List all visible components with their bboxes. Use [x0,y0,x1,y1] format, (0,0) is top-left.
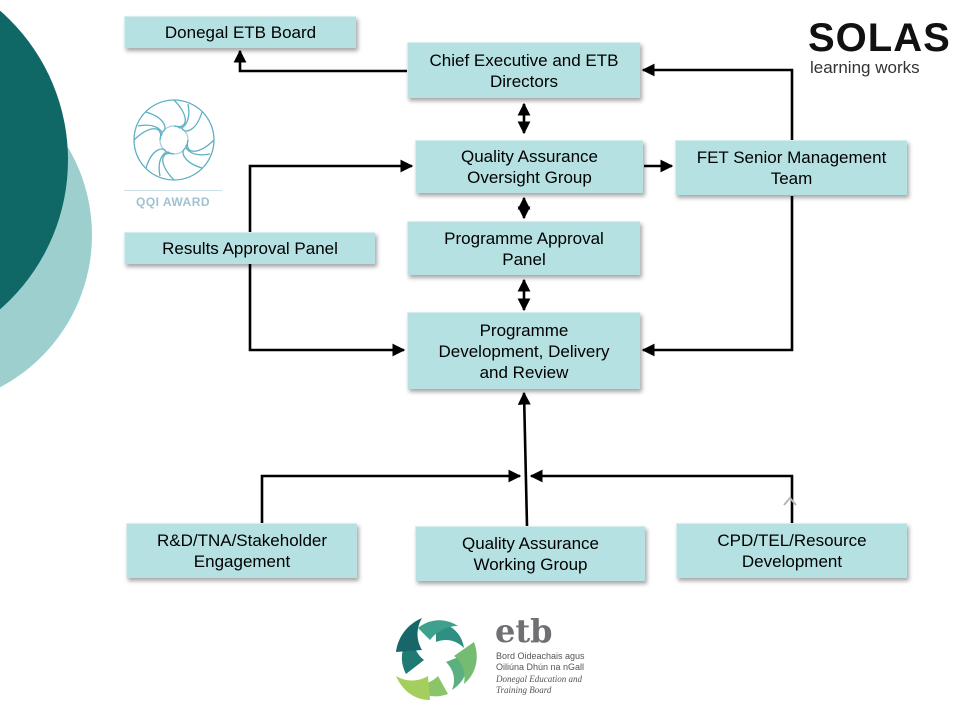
programme-approval-panel-box: Programme Approval Panel [407,221,640,275]
donegal-etb-board-box: Donegal ETB Board [124,16,356,48]
cpd-label-line2: Development [741,552,843,571]
rd-label-line1: R&D/TNA/Stakeholder [156,531,328,550]
qqi-award-icon [133,99,215,181]
programme-approval-label-line2: Panel [502,249,546,269]
etb-irish-line1: Bord Oideachais agus [496,651,585,661]
fet-smt-label-line2: Team [770,169,813,188]
chief-executive-label-line2: Directors [489,71,558,91]
qa-working-group-box: Quality Assurance Working Group [415,526,645,581]
rd-label-line2: Engagement [193,552,291,571]
etb-english-line2: Training Board [496,685,552,695]
cpd-label-line1: CPD/TEL/Resource [717,531,867,550]
programme-approval-label-line1: Programme Approval [444,228,604,248]
qa-working-label-line1: Quality Assurance [461,534,599,553]
results-approval-panel-label: Results Approval Panel [162,239,338,258]
programme-development-label-line2: Development, Delivery [438,341,610,361]
solas-logo: SOLAS learning works [808,16,951,80]
etb-wordmark: etb [495,612,553,650]
donegal-etb-board-label: Donegal ETB Board [164,23,317,42]
qa-oversight-group-box: Quality Assurance Oversight Group [415,140,643,193]
chief-executive-box: Chief Executive and ETB Directors [407,42,640,98]
etb-swirl-icon [396,618,477,700]
qa-working-label-line2: Working Group [473,555,588,574]
fet-senior-management-box: FET Senior Management Team [675,140,907,195]
results-approval-panel-box: Results Approval Panel [124,232,375,264]
qqi-award-label: QQI AWARD [136,195,211,209]
etb-english-line1: Donegal Education and [496,674,582,684]
programme-development-box: Programme Development, Delivery and Revi… [407,312,640,389]
qqi-divider [124,190,222,191]
solas-tagline: learning works [810,58,920,77]
chief-executive-label-line1: Chief Executive and ETB [429,50,619,70]
programme-development-label-line3: and Review [479,362,569,382]
dark-teal-circle [0,10,68,310]
programme-development-label-line1: Programme [479,320,569,340]
cpd-tel-resource-box: CPD/TEL/Resource Development [676,523,907,578]
fet-smt-label-line1: FET Senior Management [696,148,887,167]
etb-irish-line2: Oiliúna Dhún na nGall [496,662,585,672]
qa-oversight-label-line2: Oversight Group [467,168,592,187]
rd-tna-stakeholder-box: R&D/TNA/Stakeholder Engagement [126,523,357,578]
qa-oversight-label-line1: Quality Assurance [460,147,598,166]
solas-wordmark: SOLAS [808,16,951,60]
